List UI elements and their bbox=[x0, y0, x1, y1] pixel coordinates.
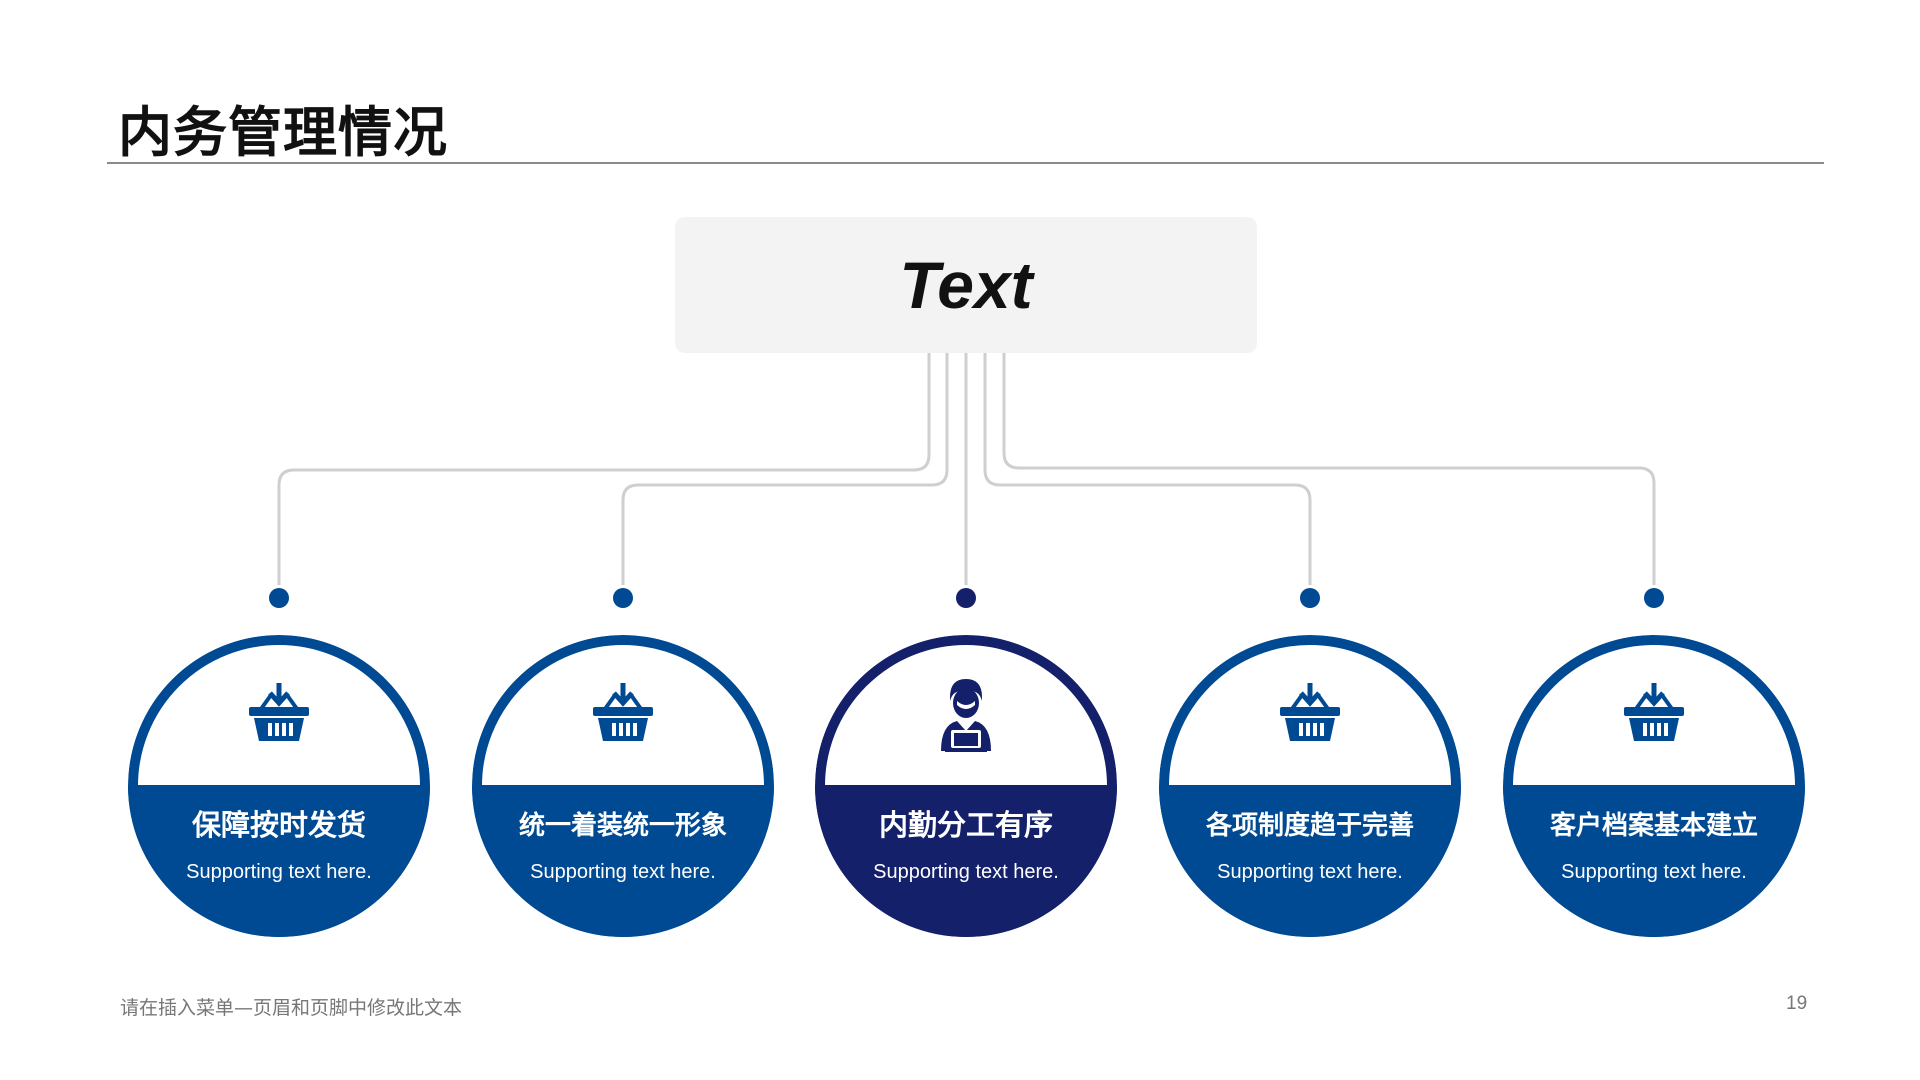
basket-icon bbox=[1503, 681, 1805, 751]
person-laptop-icon bbox=[815, 675, 1117, 752]
node-subtext: Supporting text here. bbox=[530, 861, 716, 883]
node-label: 客户档案基本建立 bbox=[1549, 811, 1758, 841]
connector-dot-2 bbox=[613, 588, 633, 608]
node-3: 内勤分工有序 Supporting text here. bbox=[815, 635, 1117, 937]
connector-dot-5 bbox=[1644, 588, 1664, 608]
node-subtext: Supporting text here. bbox=[873, 861, 1059, 883]
connector-2 bbox=[621, 353, 949, 585]
page-number: 19 bbox=[1786, 993, 1808, 1014]
node-label: 内勤分工有序 bbox=[878, 808, 1053, 842]
connector-dot-1 bbox=[269, 588, 289, 608]
basket-icon bbox=[128, 681, 430, 751]
node-subtext: Supporting text here. bbox=[186, 861, 372, 883]
node-ring bbox=[815, 635, 1117, 937]
node-ring bbox=[128, 635, 430, 937]
node-1: 保障按时发货 Supporting text here. bbox=[128, 635, 430, 937]
node-5: 客户档案基本建立 Supporting text here. bbox=[1503, 635, 1805, 937]
node-ring bbox=[472, 635, 774, 937]
footer-text: 请在插入菜单—页眉和页脚中修改此文本 bbox=[120, 997, 463, 1019]
node-subtext: Supporting text here. bbox=[1217, 861, 1403, 883]
connector-5 bbox=[1002, 353, 1656, 585]
node-label: 保障按时发货 bbox=[191, 808, 366, 842]
node-label: 各项制度趋于完善 bbox=[1205, 811, 1414, 841]
connector-dot-4 bbox=[1300, 588, 1320, 608]
title-divider bbox=[107, 162, 1824, 164]
node-ring bbox=[1503, 635, 1805, 937]
root-box: Text bbox=[675, 217, 1257, 353]
node-subtext: Supporting text here. bbox=[1561, 861, 1747, 883]
node-4: 各项制度趋于完善 Supporting text here. bbox=[1159, 635, 1461, 937]
basket-icon bbox=[1159, 681, 1461, 751]
node-ring bbox=[1159, 635, 1461, 937]
connector-1 bbox=[277, 353, 931, 585]
connector-4 bbox=[983, 353, 1312, 585]
basket-icon bbox=[472, 681, 774, 751]
connector-dot-3 bbox=[956, 588, 976, 608]
node-2: 统一着装统一形象 Supporting text here. bbox=[472, 635, 774, 937]
root-label: Text bbox=[899, 248, 1033, 322]
node-label: 统一着装统一形象 bbox=[518, 811, 727, 841]
page-title: 内务管理情况 bbox=[118, 101, 448, 164]
